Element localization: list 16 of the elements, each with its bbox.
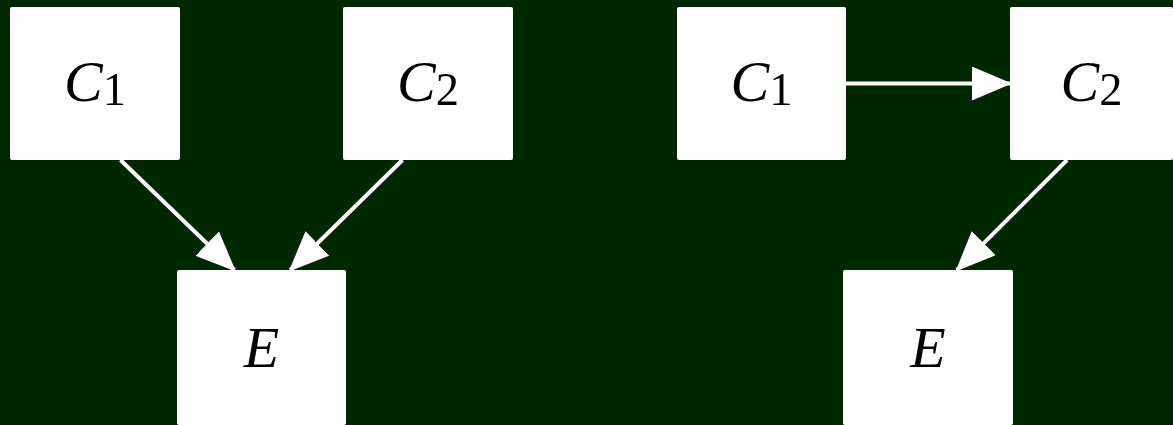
arrow: [288, 158, 404, 272]
arrow: [846, 66, 1012, 101]
variable-box: [177, 270, 346, 425]
variable-label: C$_{2}$: [397, 53, 459, 114]
variable-label: E: [910, 318, 946, 377]
variable-box: [843, 270, 1013, 425]
arrow: [119, 158, 236, 272]
variable-label: C$_{1}$: [64, 53, 126, 114]
arrow: [955, 158, 1069, 272]
variable-box: [677, 7, 846, 160]
variable-label: C$_{2}$: [1060, 53, 1123, 114]
variable-label: C$_{1}$: [730, 53, 793, 114]
variable-box: [343, 7, 513, 160]
variable-box: [1010, 7, 1173, 160]
variable-box: [10, 7, 180, 160]
variable-label: E: [243, 318, 280, 377]
